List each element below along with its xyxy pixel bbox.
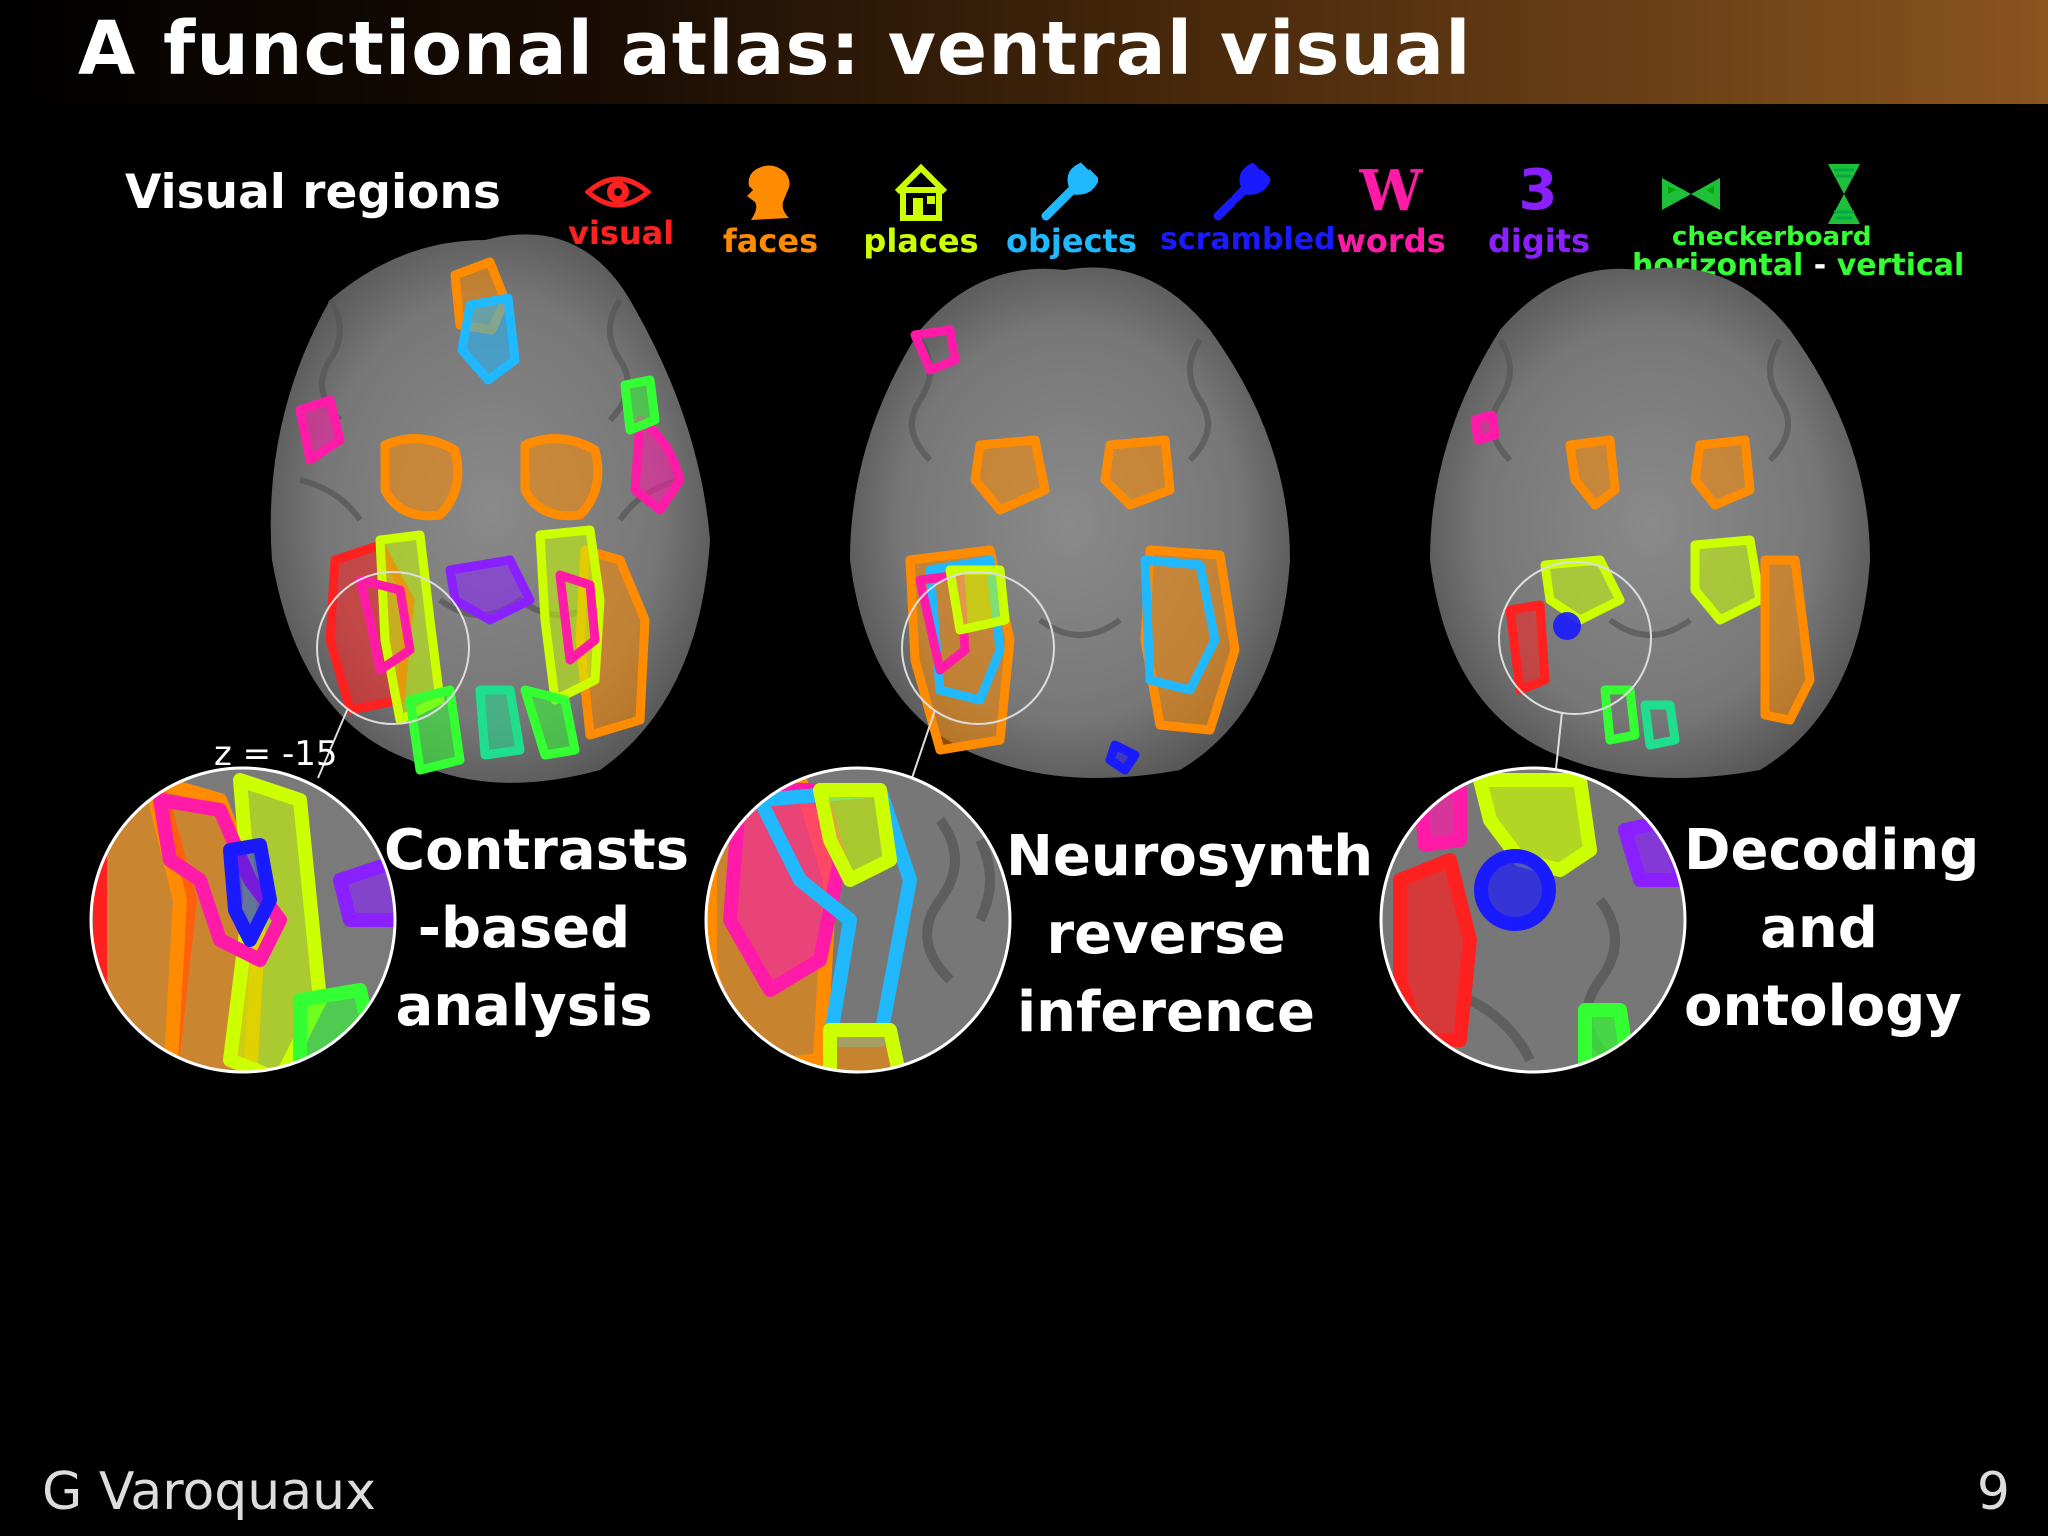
legend-places: places	[862, 162, 980, 260]
page-number: 9	[1976, 1462, 2010, 1522]
brain-slice-3	[1430, 267, 1870, 779]
legend-objects: objects	[1006, 162, 1137, 260]
wrench-icon	[1041, 162, 1098, 221]
zoom-circle-2	[706, 768, 1010, 1072]
legend-label-words: words	[1336, 222, 1446, 260]
legend-label-scrambled: scrambled	[1160, 222, 1336, 257]
letter-w-icon: W	[1359, 158, 1423, 224]
legend-separator: -	[1813, 248, 1827, 283]
caption-line: inference	[1016, 980, 1316, 1045]
slide-title: A functional atlas: ventral visual	[78, 6, 1472, 92]
brain-slice-1	[270, 234, 710, 783]
eye-icon	[585, 176, 651, 208]
legend-scrambled: scrambled	[1160, 162, 1336, 257]
legend-faces: faces	[718, 162, 823, 260]
caption-line: Decoding	[1684, 818, 1980, 883]
caption-line: ontology	[1684, 974, 1962, 1039]
broken-wrench-icon	[1213, 162, 1270, 221]
legend-visual: visual	[568, 170, 675, 252]
caption-line: and	[1760, 896, 1878, 961]
brain-slice-2	[850, 267, 1290, 779]
legend-label-visual: visual	[568, 214, 675, 252]
slice-coordinate-label: z = -15	[214, 734, 338, 774]
caption-line: Contrasts	[384, 818, 690, 883]
caption-contrasts: Contrasts -based analysis	[384, 812, 690, 1046]
legend-heading: Visual regions	[125, 165, 501, 220]
legend-label-places: places	[863, 222, 979, 260]
legend-label-faces: faces	[722, 222, 819, 260]
legend-words: W words	[1336, 160, 1446, 260]
zoom-circle-1	[91, 768, 395, 1072]
title-bar: A functional atlas: ventral visual	[0, 0, 2048, 104]
checker-horizontal-icon	[1662, 178, 1720, 210]
legend-label-digits: digits	[1488, 222, 1591, 260]
legend-label-vertical: vertical	[1836, 248, 1965, 283]
caption-line: -based	[417, 896, 631, 961]
checker-vertical-icon	[1828, 164, 1860, 224]
footer-author: G Varoquaux	[42, 1462, 376, 1522]
legend-label-checkerboard: checkerboard	[1672, 222, 1872, 252]
caption-neurosynth: Neurosynth reverse inference	[1006, 818, 1374, 1052]
digit-3-icon: 3	[1518, 158, 1558, 223]
legend-label-objects: objects	[1006, 222, 1137, 260]
zoom-circle-3	[1381, 768, 1685, 1072]
caption-line: analysis	[395, 974, 653, 1039]
caption-line: reverse	[1046, 902, 1286, 967]
caption-decoding: Decoding and ontology	[1684, 812, 1980, 1046]
house-icon	[894, 163, 948, 221]
face-profile-icon	[746, 165, 790, 220]
legend-digits: 3 digits	[1488, 158, 1591, 261]
caption-line: Neurosynth	[1006, 824, 1374, 889]
